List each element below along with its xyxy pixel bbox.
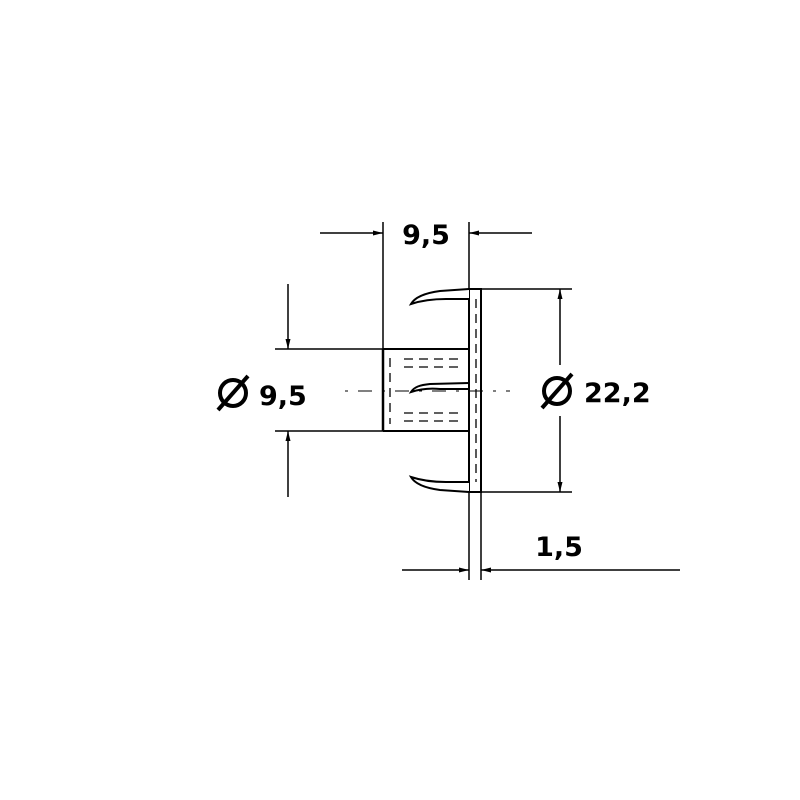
dimension-top-width-label: 9,5 <box>402 220 450 251</box>
dimension-inner-diameter <box>275 284 383 497</box>
dimension-outer-diameter-label: 22,2 <box>584 378 651 409</box>
dimension-inner-diameter-label: 9,5 <box>259 381 307 412</box>
top-claw <box>408 288 470 306</box>
sleeve-body <box>381 348 469 432</box>
dimension-plate-thickness-label: 1,5 <box>535 532 583 563</box>
dimension-top-width <box>320 222 532 349</box>
bottom-claw <box>408 475 470 493</box>
dimension-outer-diameter <box>481 288 572 493</box>
middle-claw <box>408 382 470 394</box>
dimension-plate-thickness <box>402 492 680 580</box>
diameter-symbol-icon <box>540 372 574 410</box>
diameter-symbol-icon <box>216 374 250 412</box>
